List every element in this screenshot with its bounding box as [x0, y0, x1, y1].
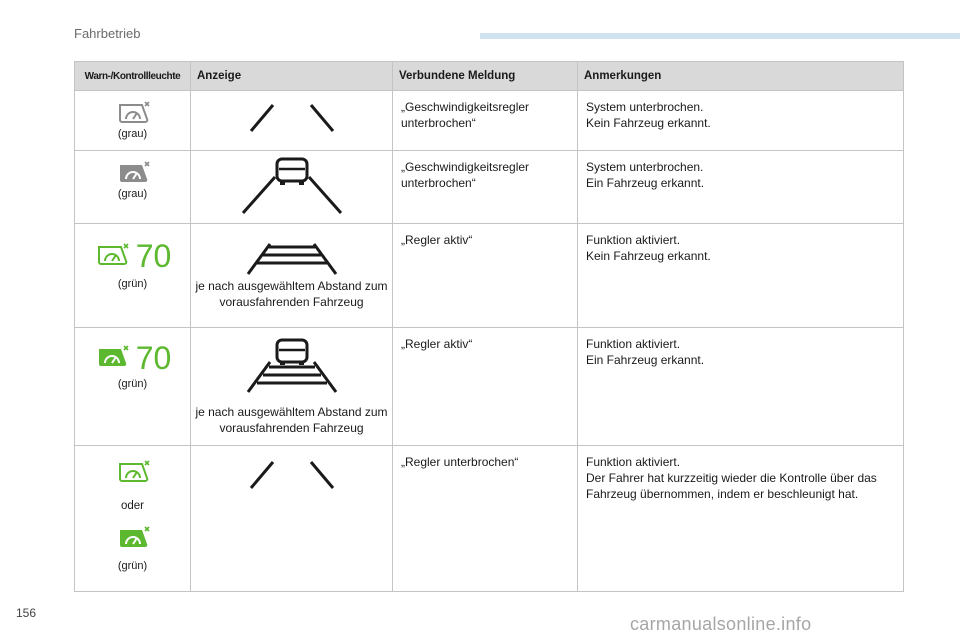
- notes-cell: Funktion aktiviert. Der Fahrer hat kurzz…: [577, 445, 904, 592]
- speedometer-outline-green-icon: [118, 460, 150, 482]
- display-cell: je nach ausgewähltem Abstand zum vorausf…: [190, 327, 393, 446]
- note-line: Ein Fahrzeug erkannt.: [586, 353, 705, 367]
- lamp-cell: (grau): [74, 150, 191, 224]
- section-title: Fahrbetrieb: [74, 26, 141, 41]
- two-lane-lines-icon: [249, 104, 334, 132]
- display-cell: [190, 150, 393, 224]
- display-cell: [190, 90, 393, 151]
- lane-with-distance-bars-and-car-icon: [246, 338, 337, 393]
- note-line: Kein Fahrzeug erkannt.: [586, 249, 711, 263]
- table-row: oder (grün) „Regler unterbrochen“ Fun: [74, 445, 904, 592]
- message-cell: „Geschwindigkeitsregler unterbrochen“: [392, 150, 578, 224]
- message-cell: „Geschwindigkeitsregler unterbrochen“: [392, 90, 578, 151]
- note-line: Funktion aktiviert.: [586, 233, 681, 247]
- note-line: Kein Fahrzeug erkannt.: [586, 116, 711, 130]
- lamp-or-label: oder: [120, 500, 145, 512]
- header-lamp: Warn-/Kontrollleuchte: [74, 61, 191, 91]
- notes-cell: System unterbrochen. Ein Fahrzeug erkann…: [577, 150, 904, 224]
- note-line: System unterbrochen.: [586, 100, 704, 114]
- lamp-caption: (grau): [117, 128, 148, 140]
- display-note: je nach ausgewähltem Abstand zum vorausf…: [195, 405, 388, 435]
- lamp-caption: (grau): [117, 188, 148, 200]
- set-speed-value: 70: [135, 340, 172, 376]
- table-row: 70 (grün) je nach ausgewähltem Abstand z…: [74, 223, 904, 328]
- two-lane-lines-icon: [249, 461, 334, 489]
- display-cell: je nach ausgewähltem Abstand zum vorausf…: [190, 223, 393, 328]
- set-speed-value: 70: [135, 238, 172, 274]
- speedometer-outline-grey-icon: [118, 101, 150, 123]
- note-line: Funktion aktiviert.: [586, 337, 681, 351]
- message-cell: „Regler aktiv“: [392, 223, 578, 328]
- notes-cell: Funktion aktiviert. Kein Fahrzeug erkann…: [577, 223, 904, 328]
- watermark: carmanualsonline.info: [630, 614, 812, 634]
- speedometer-outline-green-icon: [97, 243, 129, 265]
- message-cell: „Regler unterbrochen“: [392, 445, 578, 592]
- table-header-row: Warn-/Kontrollleuchte Anzeige Verbundene…: [74, 61, 904, 91]
- lamp-cell: (grau): [74, 90, 191, 151]
- speedometer-filled-green-icon: [98, 345, 129, 367]
- notes-cell: Funktion aktiviert. Ein Fahrzeug erkannt…: [577, 327, 904, 446]
- lamp-caption: (grün): [117, 378, 148, 390]
- note-line: System unterbrochen.: [586, 160, 704, 174]
- section-header-bar: [480, 33, 960, 39]
- note-line: Der Fahrer hat kurzzeitig wieder die Kon…: [586, 471, 877, 501]
- table-row: 70 (grün) je nach ausgewähltem Abstand z…: [74, 327, 904, 446]
- header-message: Verbundene Meldung: [392, 61, 578, 91]
- display-cell: [190, 445, 393, 592]
- lane-lines-with-car-icon: [241, 157, 342, 214]
- lamp-cell: 70 (grün): [74, 327, 191, 446]
- lamp-caption: (grün): [117, 278, 148, 290]
- lamp-cell: oder (grün): [74, 445, 191, 592]
- header-notes: Anmerkungen: [577, 61, 904, 91]
- warning-lamp-table: Warn-/Kontrollleuchte Anzeige Verbundene…: [74, 61, 904, 592]
- note-line: Ein Fahrzeug erkannt.: [586, 176, 705, 190]
- speedometer-filled-grey-icon: [119, 161, 150, 183]
- message-cell: „Regler aktiv“: [392, 327, 578, 446]
- table-row: (grau) „Geschwindigkeitsregler unterbroc…: [74, 150, 904, 224]
- speedometer-filled-green-icon: [119, 526, 150, 548]
- lane-with-distance-bars-icon: [246, 243, 337, 275]
- notes-cell: System unterbrochen. Kein Fahrzeug erkan…: [577, 90, 904, 151]
- page-number: 156: [16, 606, 37, 620]
- lamp-caption: (grün): [117, 560, 148, 572]
- display-note: je nach ausgewähltem Abstand zum vorausf…: [195, 279, 388, 309]
- note-line: Funktion aktiviert.: [586, 455, 681, 469]
- lamp-cell: 70 (grün): [74, 223, 191, 328]
- header-display: Anzeige: [190, 61, 393, 91]
- table-row: (grau) „Geschwindigkeitsregler unterbroc…: [74, 90, 904, 151]
